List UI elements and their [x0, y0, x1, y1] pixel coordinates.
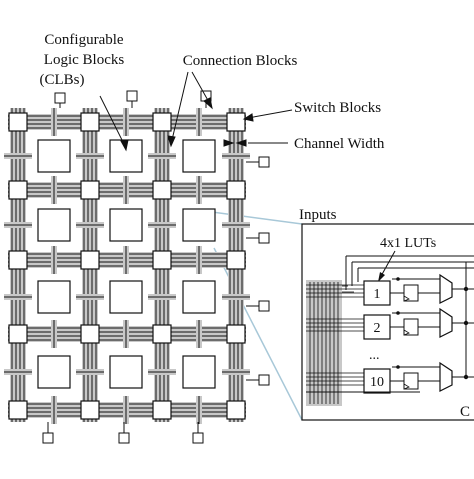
- flip-flop: [403, 318, 419, 336]
- lut-box: [363, 314, 391, 340]
- switch-block: [152, 250, 172, 270]
- junction-dot: [396, 277, 400, 281]
- clock-marker: [403, 295, 410, 302]
- output-mux: [439, 307, 453, 338]
- junction-dot: [396, 365, 400, 369]
- switch-block: [152, 324, 172, 344]
- switch-block: [226, 112, 246, 132]
- luts-label: 4x1 LUTs: [380, 236, 436, 251]
- io-pad: [258, 374, 270, 386]
- io-pad: [258, 300, 270, 312]
- lut-ellipsis: ...: [369, 348, 380, 363]
- switch-block: [226, 180, 246, 200]
- annotation-arrows: [99, 71, 293, 152]
- clb-grid: [37, 139, 216, 389]
- clb-block: [37, 139, 71, 173]
- switch-block: [80, 400, 100, 420]
- inputs-label: Inputs: [299, 207, 337, 223]
- input-bus-wires: [309, 282, 339, 404]
- io-pad: [126, 90, 138, 102]
- clb-block: [37, 280, 71, 314]
- switch-block: [152, 112, 172, 132]
- io-pad: [118, 432, 130, 444]
- clb-detail-cut-label: C: [460, 404, 470, 420]
- switch-block: [152, 400, 172, 420]
- lut-box: [363, 368, 391, 394]
- switch-blocks: [8, 112, 246, 420]
- lut-number: 10: [370, 375, 384, 390]
- flip-flop: [403, 372, 419, 390]
- input-bus-shade: [306, 280, 342, 406]
- switch-block: [80, 324, 100, 344]
- connection-blocks-label: Connection Blocks: [183, 53, 298, 69]
- output-mux: [439, 361, 453, 392]
- lut-number: 2: [374, 321, 381, 336]
- clock-marker: [403, 383, 410, 390]
- connection-block-stubs: [4, 108, 250, 424]
- clb-block: [109, 208, 143, 242]
- flip-flop: [403, 284, 419, 302]
- switch-block: [226, 250, 246, 270]
- clb-label-line1: Configurable: [44, 32, 123, 48]
- switch-block: [80, 112, 100, 132]
- switch-block: [226, 324, 246, 344]
- clb-block: [182, 280, 216, 314]
- switch-block: [8, 180, 28, 200]
- clb-label-line2: Logic Blocks: [44, 52, 125, 68]
- switch-block: [8, 324, 28, 344]
- clb-block: [109, 280, 143, 314]
- output-mux: [439, 273, 453, 304]
- clb-block: [182, 355, 216, 389]
- switch-block: [8, 112, 28, 132]
- switch-block: [80, 180, 100, 200]
- clb-detail-panel: Inputs 4x1 LUTs 1 2 10 ... C: [299, 207, 474, 421]
- switch-block: [152, 180, 172, 200]
- lut-number: 1: [374, 287, 381, 302]
- switch-blocks-label: Switch Blocks: [294, 100, 381, 116]
- clb-block: [182, 139, 216, 173]
- clb-block: [37, 355, 71, 389]
- io-pad: [42, 432, 54, 444]
- clb-block: [182, 208, 216, 242]
- channel-width-label: Channel Width: [294, 136, 385, 152]
- junction-dot: [396, 311, 400, 315]
- clock-marker: [403, 329, 410, 336]
- lut-rows: 1 2 10: [306, 255, 474, 394]
- io-pad: [54, 92, 66, 104]
- io-pad: [258, 156, 270, 168]
- clb-block: [37, 208, 71, 242]
- io-pad: [258, 232, 270, 244]
- zoom-projection-lines: [211, 211, 303, 421]
- switch-block: [8, 250, 28, 270]
- io-pad: [192, 432, 204, 444]
- switch-block: [226, 400, 246, 420]
- switch-block: [80, 250, 100, 270]
- clb-label-line3: (CLBs): [40, 72, 85, 88]
- switch-block: [8, 400, 28, 420]
- clb-block: [109, 355, 143, 389]
